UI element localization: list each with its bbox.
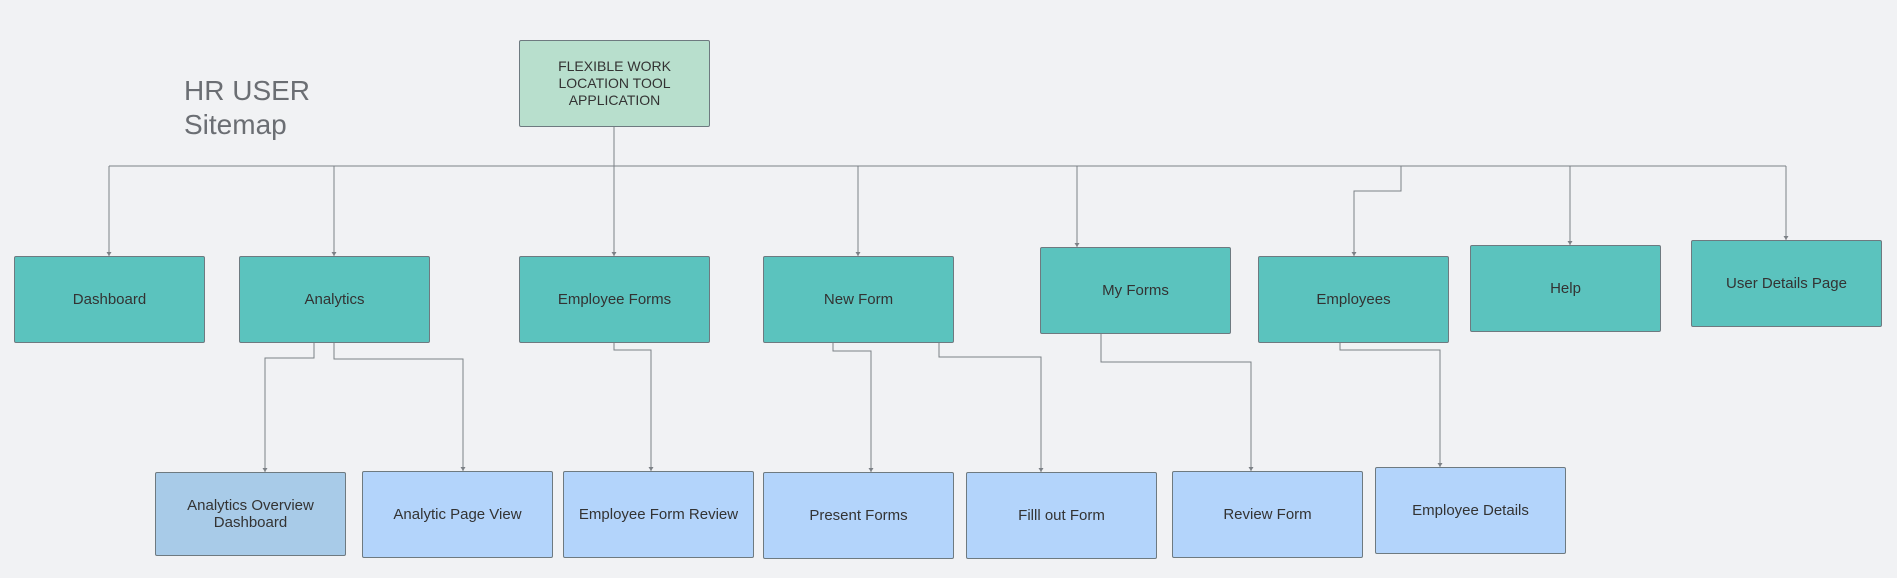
section-node-label: Employee Forms bbox=[557, 291, 672, 308]
subpage-node-analytics-overview-dashboard[interactable]: Analytics Overview Dashboard bbox=[155, 472, 346, 556]
subpage-node-analytic-page-view[interactable]: Analytic Page View bbox=[362, 471, 553, 558]
connector-to-my-forms-arrow bbox=[1074, 243, 1080, 247]
section-node-label: Analytics bbox=[304, 291, 365, 308]
connector-new-form-to-present-arrow bbox=[868, 468, 874, 472]
connector-new-form-to-present bbox=[832, 343, 872, 472]
connector-analytics-to-page-view-arrow bbox=[460, 467, 466, 471]
subpage-node-label: Review Form bbox=[1223, 506, 1312, 523]
section-node-help[interactable]: Help bbox=[1470, 245, 1661, 332]
subpage-node-present-forms[interactable]: Present Forms bbox=[763, 472, 954, 559]
connector-analytics-to-overview-arrow bbox=[262, 468, 268, 472]
subpage-node-review-form[interactable]: Review Form bbox=[1172, 471, 1363, 558]
connector-new-form-to-fill-out bbox=[938, 343, 1042, 472]
subpage-node-label: Analytic Page View bbox=[393, 506, 522, 523]
connector-to-help-arrow bbox=[1567, 241, 1573, 245]
connector-my-forms-to-review bbox=[1100, 334, 1252, 471]
root-node-app[interactable]: FLEXIBLE WORK LOCATION TOOL APPLICATION bbox=[519, 40, 710, 127]
connector-analytics-to-page-view bbox=[333, 343, 464, 471]
section-node-employee-forms[interactable]: Employee Forms bbox=[519, 256, 710, 343]
section-node-label: Employees bbox=[1316, 291, 1391, 308]
connector-employee-forms-to-review bbox=[613, 343, 652, 471]
section-node-label: My Forms bbox=[1102, 282, 1169, 299]
connector-to-user-details-page-arrow bbox=[1783, 236, 1789, 240]
subpage-node-label: Employee Details bbox=[1412, 502, 1529, 519]
subpage-node-label: Analytics Overview Dashboard bbox=[187, 497, 314, 531]
connector-employees-to-details-arrow bbox=[1437, 463, 1443, 467]
section-node-label: New Form bbox=[823, 291, 894, 308]
subpage-node-label: Filll out Form bbox=[1018, 507, 1105, 524]
section-node-label: Help bbox=[1550, 280, 1581, 297]
section-node-new-form[interactable]: New Form bbox=[763, 256, 954, 343]
connector-new-form-to-fill-out-arrow bbox=[1038, 468, 1044, 472]
connector-to-employees-arrow bbox=[1351, 252, 1357, 256]
page-title-line-1: HR USER bbox=[184, 75, 311, 106]
root-node-label: FLEXIBLE WORK LOCATION TOOL APPLICATION bbox=[558, 58, 671, 108]
subpage-node-employee-details[interactable]: Employee Details bbox=[1375, 467, 1566, 554]
page-title: HR USER Sitemap bbox=[184, 74, 310, 142]
connector-my-forms-to-review-arrow bbox=[1248, 467, 1254, 471]
connector-to-employees bbox=[1353, 166, 1402, 256]
subpage-node-fill-out-form[interactable]: Filll out Form bbox=[966, 472, 1157, 559]
subpage-node-label: Present Forms bbox=[809, 507, 908, 524]
section-node-analytics[interactable]: Analytics bbox=[239, 256, 430, 343]
section-node-my-forms[interactable]: My Forms bbox=[1040, 247, 1231, 334]
section-node-label: Dashboard bbox=[72, 291, 147, 308]
section-node-employees[interactable]: Employees bbox=[1258, 256, 1449, 343]
section-node-dashboard[interactable]: Dashboard bbox=[14, 256, 205, 343]
connector-employee-forms-to-review-arrow bbox=[648, 467, 654, 471]
connector-to-dashboard-arrow bbox=[106, 252, 112, 256]
connector-to-new-form-arrow bbox=[855, 252, 861, 256]
connector-analytics-to-overview bbox=[264, 343, 315, 472]
page-title-line-2: Sitemap bbox=[184, 109, 287, 140]
subpage-node-label: Employee Form Review bbox=[578, 506, 739, 523]
connector-to-analytics-arrow bbox=[331, 252, 337, 256]
section-node-label: User Details Page bbox=[1726, 275, 1847, 292]
section-node-user-details-page[interactable]: User Details Page bbox=[1691, 240, 1882, 327]
subpage-node-employee-form-review[interactable]: Employee Form Review bbox=[563, 471, 754, 558]
connector-to-employee-forms-arrow bbox=[611, 252, 617, 256]
connector-employees-to-details bbox=[1339, 343, 1441, 467]
